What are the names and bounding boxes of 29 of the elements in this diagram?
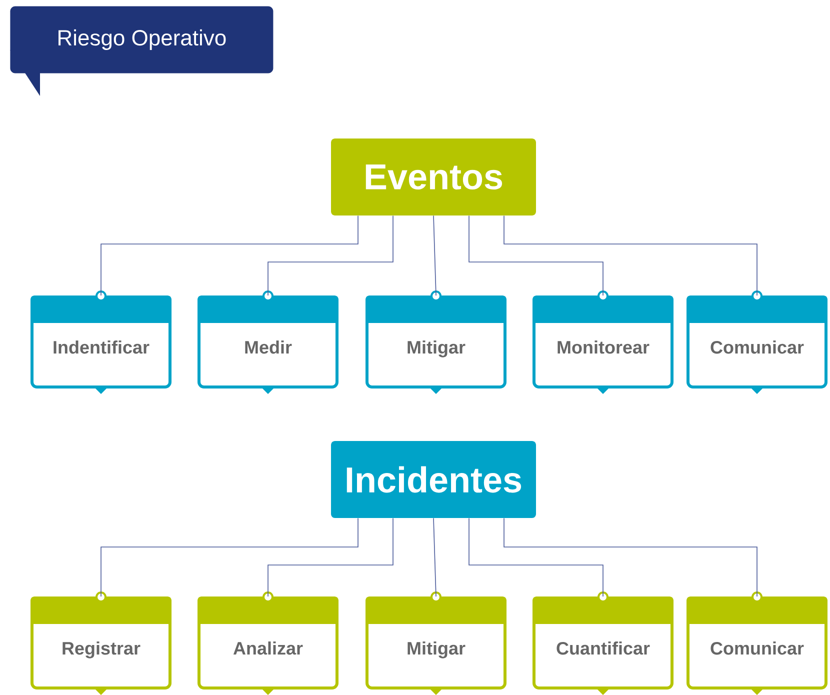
heading-box: Incidentes <box>331 441 536 518</box>
node-label: Comunicar <box>710 641 804 655</box>
step-card: Mitigar <box>366 592 506 695</box>
connector-line <box>268 518 394 597</box>
connector-line <box>504 518 758 597</box>
step-card: Registrar <box>30 592 172 695</box>
connector-line <box>100 518 358 597</box>
connector-line <box>433 518 436 597</box>
step-card: Indentificar <box>30 290 172 394</box>
node-label: Mitigar <box>408 641 466 658</box>
connector-line <box>468 518 604 597</box>
step-card: Cuantificar <box>532 592 674 695</box>
heading-box: Eventos <box>331 138 536 216</box>
connector-line <box>504 215 758 296</box>
title-bubble: Riesgo Operativo <box>10 6 274 96</box>
step-card: Mitigar <box>366 290 506 394</box>
step-card: Monitorear <box>532 290 674 394</box>
node-label: Registrar <box>62 641 140 658</box>
node-label: Comunicar <box>710 340 804 354</box>
connector-line <box>100 215 358 296</box>
step-card: Medir <box>198 290 338 394</box>
connector-line <box>468 215 604 296</box>
connector-line <box>433 215 436 296</box>
node-label: Cuantificar <box>556 641 650 655</box>
step-card: Comunicar <box>686 592 828 695</box>
step-card: Analizar <box>198 592 338 695</box>
node-label: Analizar <box>233 641 303 655</box>
step-card: Comunicar <box>686 290 828 394</box>
connector-line <box>268 215 394 296</box>
